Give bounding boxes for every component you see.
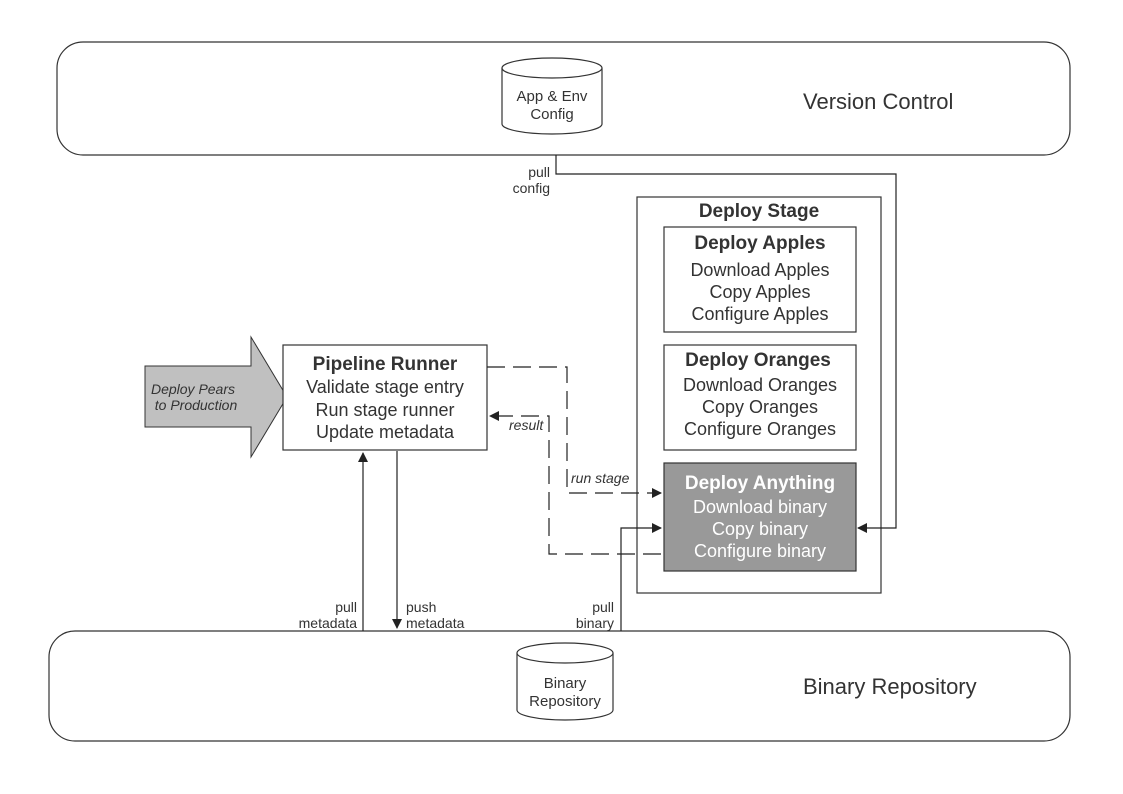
- pull-binary-label-line2: binary: [576, 615, 614, 631]
- binary-repository-store-line1: Binary: [544, 675, 587, 692]
- pull-metadata-label-line2: metadata: [299, 615, 358, 631]
- pipeline-runner-step: Update metadata: [316, 422, 455, 442]
- deploy-oranges-step: Configure Oranges: [684, 419, 836, 439]
- deploy-apples-step: Download Apples: [690, 260, 829, 280]
- deploy-anything-step: Copy binary: [712, 519, 808, 539]
- push-metadata-edge: push metadata: [392, 451, 465, 631]
- deploy-oranges-step: Copy Oranges: [702, 397, 818, 417]
- result-label: result: [509, 417, 544, 433]
- pull-metadata-edge: pull metadata: [299, 452, 368, 631]
- deploy-anything-step: Download binary: [693, 497, 827, 517]
- pull-metadata-label-line1: pull: [335, 599, 357, 615]
- run-stage-label: run stage: [571, 470, 630, 486]
- deploy-anything-box: Deploy Anything Download binary Copy bin…: [663, 462, 857, 572]
- binary-repository-store: Binary Repository: [516, 642, 614, 721]
- deploy-oranges-step: Download Oranges: [683, 375, 837, 395]
- deploy-anything-step: Configure binary: [694, 541, 826, 561]
- trigger-line2: to Production: [155, 397, 238, 413]
- version-control-label: Version Control: [803, 89, 953, 114]
- pull-binary-label-line1: pull: [592, 599, 614, 615]
- result-edge: result: [489, 411, 661, 555]
- deploy-oranges-title: Deploy Oranges: [685, 350, 831, 371]
- deploy-apples-box: Deploy Apples Download Apples Copy Apple…: [663, 226, 857, 333]
- pipeline-runner-step: Run stage runner: [315, 400, 454, 420]
- deploy-oranges-box: Deploy Oranges Download Oranges Copy Ora…: [663, 344, 857, 451]
- pipeline-runner-step: Validate stage entry: [306, 377, 464, 397]
- pull-config-label-line2: config: [513, 180, 550, 196]
- deploy-apples-step: Copy Apples: [709, 282, 810, 302]
- run-stage-edge: run stage: [487, 366, 662, 498]
- trigger-arrow: Deploy Pears to Production: [144, 335, 288, 459]
- binary-repository-label: Binary Repository: [803, 674, 977, 699]
- deploy-apples-step: Configure Apples: [691, 304, 828, 324]
- push-metadata-label-line1: push: [406, 599, 436, 615]
- app-env-config-store: App & Env Config: [501, 57, 603, 135]
- deploy-stage-title: Deploy Stage: [699, 201, 819, 222]
- pull-binary-edge: pull binary: [576, 523, 662, 631]
- binary-repository-store-line2: Repository: [529, 693, 601, 710]
- pipeline-runner-title: Pipeline Runner: [313, 354, 458, 375]
- trigger-line1: Deploy Pears: [151, 381, 235, 397]
- pull-config-edge: pull config: [513, 155, 897, 533]
- deploy-apples-title: Deploy Apples: [694, 233, 825, 254]
- deploy-anything-title: Deploy Anything: [685, 473, 835, 494]
- pull-config-label-line1: pull: [528, 164, 550, 180]
- app-env-config-line1: App & Env: [517, 88, 588, 105]
- pipeline-runner-box: Pipeline Runner Validate stage entry Run…: [282, 344, 488, 451]
- push-metadata-label-line2: metadata: [406, 615, 465, 631]
- app-env-config-line2: Config: [530, 106, 573, 123]
